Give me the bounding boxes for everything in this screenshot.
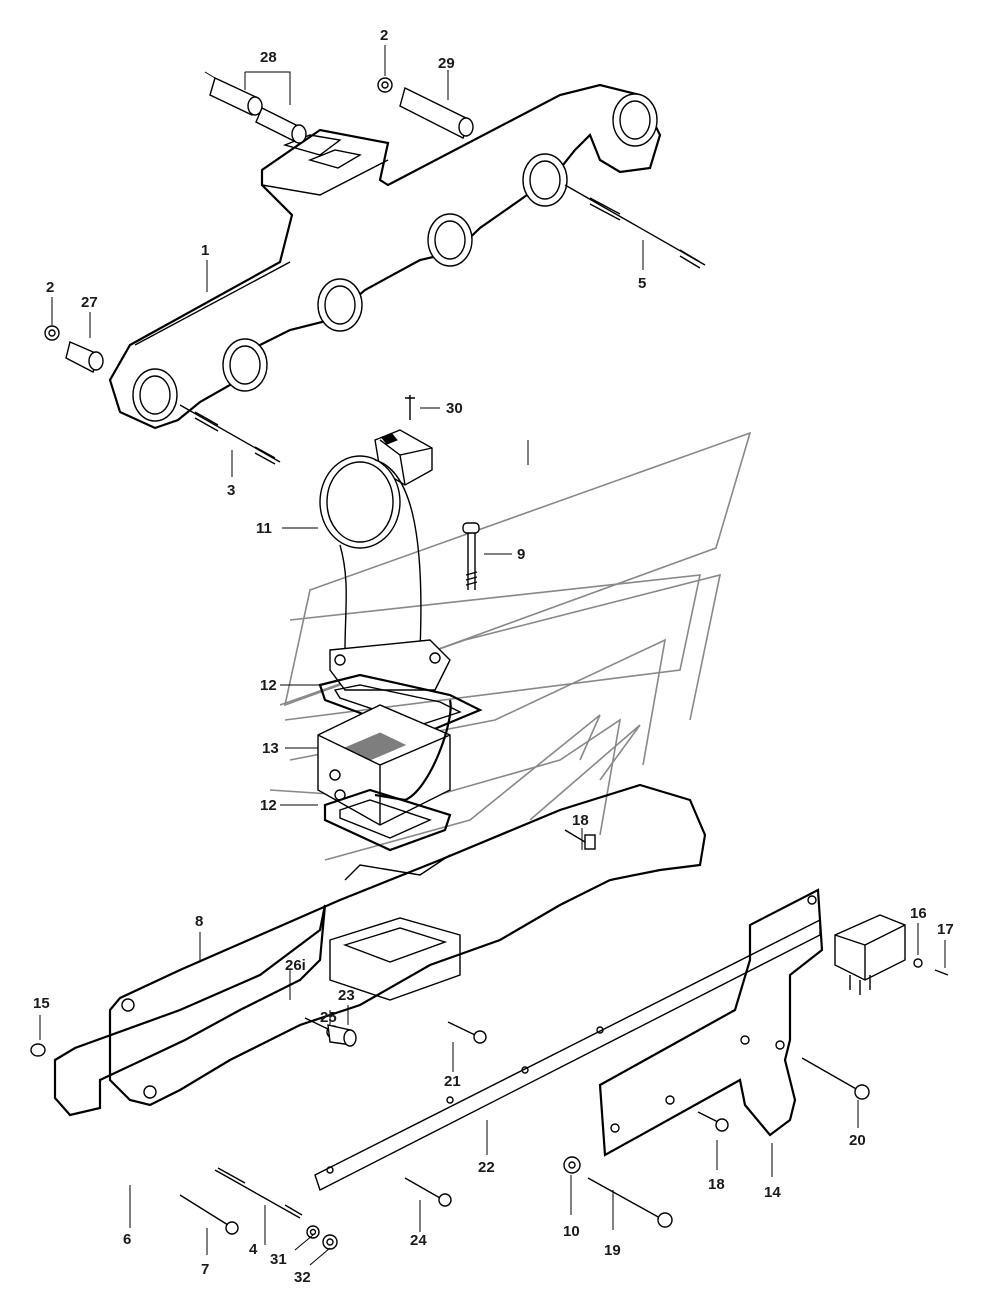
callout-4: 4 xyxy=(249,1241,258,1258)
stud-4 xyxy=(214,1167,303,1219)
callout-1: 1 xyxy=(201,242,209,259)
manifold-gasket xyxy=(53,904,327,1117)
callout-11: 11 xyxy=(256,520,272,537)
bolt-18-lower xyxy=(697,1111,729,1132)
bolt-20 xyxy=(801,1057,870,1100)
callout-19: 19 xyxy=(604,1242,621,1259)
spacer-27 xyxy=(65,341,104,373)
bolt-19 xyxy=(587,1177,673,1228)
intake-elbow xyxy=(319,455,451,691)
callout-6: 6 xyxy=(123,1231,131,1248)
callout-labels: 1 2 28 29 2 27 3 5 30 11 9 12 13 12 18 8… xyxy=(33,27,954,1286)
callout-15: 15 xyxy=(33,995,50,1012)
callout-8: 8 xyxy=(195,913,203,930)
bolt-24 xyxy=(404,1177,452,1207)
callout-2-top: 2 xyxy=(380,27,388,44)
callout-29: 29 xyxy=(438,55,455,72)
bolt-21 xyxy=(447,1021,487,1044)
bolt-18-upper xyxy=(564,829,596,850)
callout-27: 27 xyxy=(81,294,98,311)
callout-17: 17 xyxy=(937,921,954,938)
callout-5: 5 xyxy=(638,275,646,292)
callout-24: 24 xyxy=(410,1232,427,1249)
nut-2-top xyxy=(377,77,393,93)
callout-10: 10 xyxy=(563,1223,580,1240)
callout-9: 9 xyxy=(517,546,525,563)
callout-16: 16 xyxy=(910,905,927,922)
ring-15 xyxy=(30,1043,46,1057)
bolt-7 xyxy=(179,1194,239,1235)
exhaust-manifold xyxy=(108,83,662,430)
callout-7: 7 xyxy=(201,1261,209,1278)
callout-2-left: 2 xyxy=(46,279,54,296)
intake-manifold xyxy=(108,783,707,1107)
callout-25: 25 xyxy=(320,1009,337,1026)
callout-21: 21 xyxy=(444,1073,461,1090)
nut-2-left xyxy=(44,325,60,341)
callout-12-lower: 12 xyxy=(260,797,277,814)
callout-3: 3 xyxy=(227,482,235,499)
callout-18-lower: 18 xyxy=(708,1176,725,1193)
grid-heater xyxy=(317,699,452,826)
callout-28: 28 xyxy=(260,49,277,66)
gasket-12-lower xyxy=(323,788,452,852)
mounting-bracket xyxy=(598,888,824,1157)
relay xyxy=(834,914,949,995)
spacer-28b xyxy=(255,107,307,144)
callout-31: 31 xyxy=(270,1251,287,1268)
callout-12-upper: 12 xyxy=(260,677,277,694)
support-rail xyxy=(314,918,821,1191)
washer-31 xyxy=(306,1225,320,1239)
callout-32: 32 xyxy=(294,1269,311,1286)
bolt-9 xyxy=(462,522,480,590)
washer-10 xyxy=(563,1156,581,1174)
callout-20: 20 xyxy=(849,1132,866,1149)
callout-23: 23 xyxy=(338,987,355,1004)
callout-22: 22 xyxy=(478,1159,495,1176)
nut-32 xyxy=(322,1234,338,1250)
stud-5 xyxy=(564,184,706,269)
callout-14: 14 xyxy=(764,1184,781,1201)
callout-30: 30 xyxy=(446,400,463,417)
gasket-12-upper xyxy=(318,673,483,737)
spacer-29 xyxy=(399,86,474,139)
callout-26i: 26i xyxy=(285,957,306,974)
spacer-28a xyxy=(204,71,263,116)
stud-3 xyxy=(179,404,281,465)
callout-18-upper: 18 xyxy=(572,812,589,829)
spacer-23 xyxy=(327,1024,357,1047)
leader-lines xyxy=(39,45,946,1266)
callout-13: 13 xyxy=(262,740,279,757)
